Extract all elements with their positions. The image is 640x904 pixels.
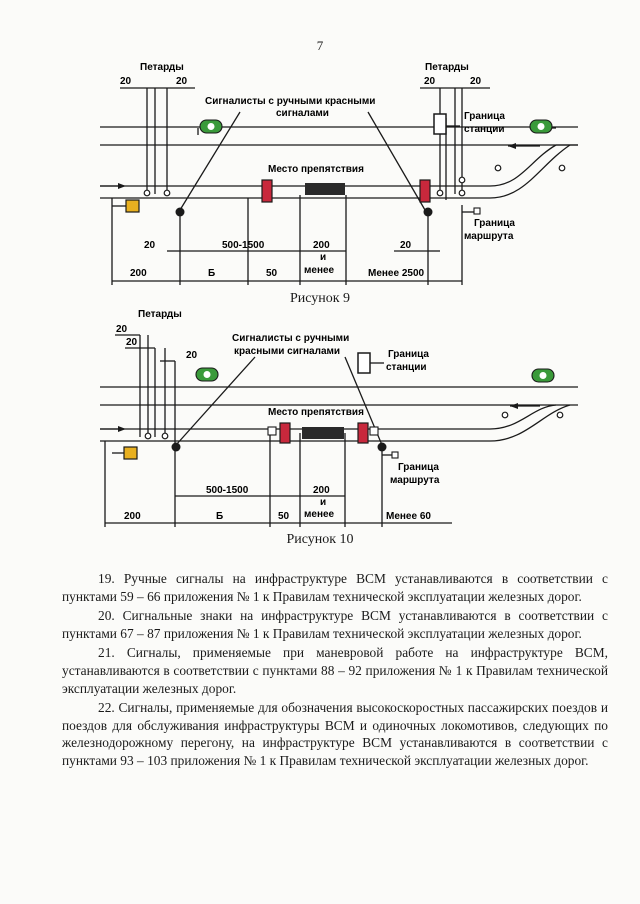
figure-9-diagram: Петарды 20 20 Петарды 20 20 Сигналисты с… — [100, 62, 578, 285]
fig10-dim-menee: менее — [304, 509, 335, 520]
paragraph-19: 19. Ручные сигналы на инфраструктуре ВСМ… — [62, 571, 608, 604]
fig9-dim-200: 200 — [313, 240, 330, 251]
fig9-petardy-right: Петарды — [425, 62, 469, 73]
fig10-dim-20c: 20 — [186, 350, 198, 361]
fig10-bottom-b: Б — [216, 511, 223, 522]
fig10-petardy: Петарды — [138, 309, 182, 320]
fig9-route-line1: Граница — [474, 218, 515, 229]
fig10-dim-200: 200 — [313, 485, 330, 496]
fig9-bottom-b: Б — [208, 268, 215, 279]
fig10-dim-500-1500: 500-1500 — [206, 485, 249, 496]
paragraph-21: 21. Сигналы, применяемые при маневровой … — [62, 645, 608, 696]
fig9-dim-20-right: 20 — [400, 240, 412, 251]
figure-9-caption: Рисунок 9 — [289, 291, 351, 306]
fig9-dim-20c: 20 — [424, 76, 436, 87]
fig10-route-line1: Граница — [398, 462, 439, 473]
fig9-signalists-line2: сигналами — [276, 108, 329, 119]
fig10-dim-20a: 20 — [116, 324, 128, 335]
paragraph-20: 20. Сигнальные знаки на инфраструктуре В… — [62, 608, 608, 641]
fig10-dim-i: и — [320, 497, 326, 508]
fig9-bottom-200: 200 — [130, 268, 147, 279]
fig9-dim-20d: 20 — [470, 76, 482, 87]
fig9-bottom-50: 50 — [266, 268, 278, 279]
fig10-dim-20b: 20 — [126, 337, 138, 348]
fig9-station-line2: станции — [464, 124, 505, 135]
fig9-obstacle-label: Место препятствия — [268, 164, 364, 175]
fig9-dim-20a: 20 — [120, 76, 132, 87]
fig9-bottom-2500: Менее 2500 — [368, 268, 425, 279]
fig10-station-line2: станции — [386, 362, 427, 373]
fig9-signalists-line1: Сигналисты с ручными красными — [205, 96, 375, 107]
fig9-station-line1: Граница — [464, 111, 505, 122]
fig9-dim-20b: 20 — [176, 76, 188, 87]
fig10-bottom-50: 50 — [278, 511, 290, 522]
fig9-dim-i: и — [320, 252, 326, 263]
fig10-bottom-200: 200 — [124, 511, 141, 522]
fig10-station-line1: Граница — [388, 349, 429, 360]
fig10-route-line2: маршрута — [390, 475, 440, 486]
fig10-signalists-line1: Сигналисты с ручными — [232, 333, 349, 344]
fig9-dim-menee: менее — [304, 265, 335, 276]
fig9-dim-20-left: 20 — [144, 240, 156, 251]
fig10-obstacle-label: Место препятствия — [268, 407, 364, 418]
fig10-bottom-60: Менее 60 — [386, 511, 431, 522]
fig9-route-line2: маршрута — [464, 231, 514, 242]
figure-10-diagram: Петарды 20 20 20 Сигналисты с ручными кр… — [100, 309, 578, 527]
body-text: 19. Ручные сигналы на инфраструктуре ВСМ… — [62, 570, 608, 772]
fig10-signalists-line2: красными сигналами — [234, 346, 340, 357]
fig9-petardy-left: Петарды — [140, 62, 184, 73]
page-number: 7 — [316, 38, 324, 53]
paragraph-22: 22. Сигналы, применяемые для обозначения… — [62, 700, 608, 768]
fig9-dim-500-1500: 500-1500 — [222, 240, 265, 251]
figure-10-caption: Рисунок 10 — [286, 532, 354, 547]
